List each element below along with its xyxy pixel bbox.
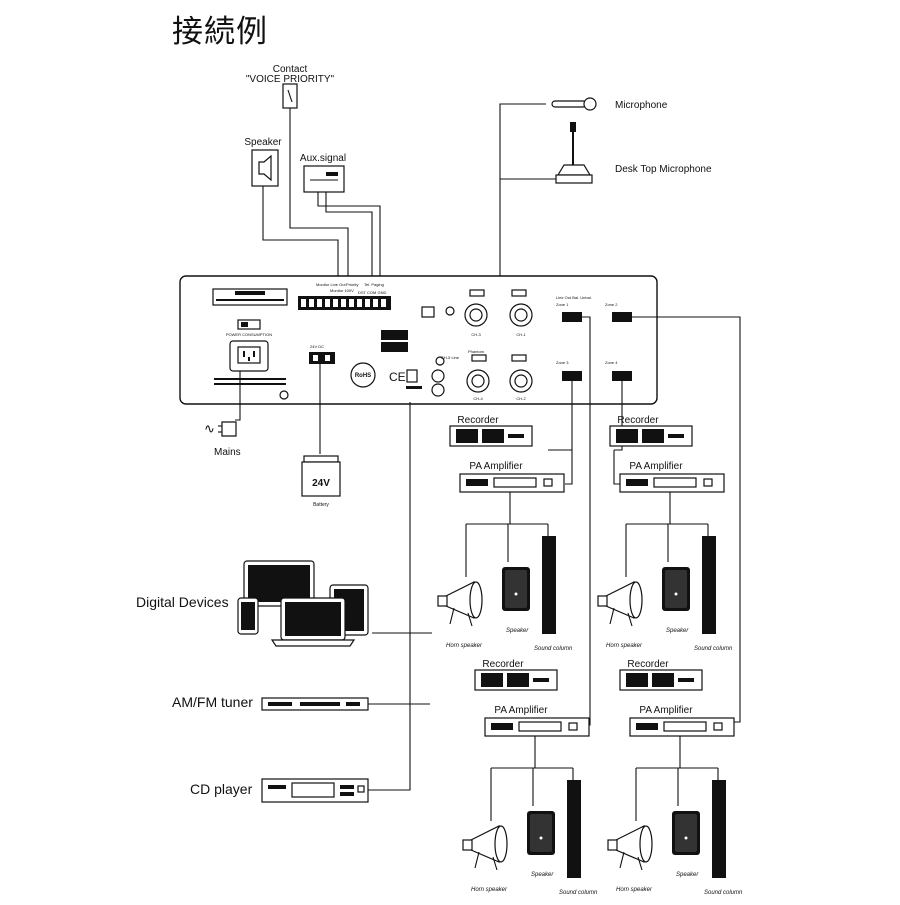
amplifier-label: PA Amplifier (494, 705, 548, 716)
amplifier-device (629, 717, 735, 737)
contact-switch: Contact "VOICE PRIORITY" (246, 64, 335, 109)
terminal-label-4: Tel. Paging (364, 282, 384, 287)
contact-label-2: "VOICE PRIORITY" (246, 74, 335, 85)
amplifier-label: PA Amplifier (639, 705, 693, 716)
ch-label-1: CH-3 (471, 332, 481, 337)
horn-speaker-label: Horn speaker (616, 887, 653, 893)
sound-column (712, 780, 726, 878)
horn-speaker (597, 581, 643, 627)
sound-column-label: Sound column (534, 646, 573, 652)
ch-label-3: CH-4 (473, 396, 483, 401)
horn-speaker-label: Horn speaker (471, 887, 508, 893)
tuner-label: AM/FM tuner (172, 694, 253, 710)
terminal-label-2: Monitor 100V (330, 288, 354, 293)
speaker-label: Speaker (531, 872, 554, 878)
amplifier-device (459, 473, 565, 493)
contact-label: Contact (273, 64, 308, 75)
amplifier-label: PA Amplifier (629, 461, 683, 472)
terminal-label-1: Monitor Line Out (316, 282, 346, 287)
recorder-device (609, 425, 693, 447)
recorder-label: Recorder (482, 659, 524, 670)
battery-label: Battery (313, 502, 329, 508)
horn-speaker (437, 581, 483, 627)
terminal-block (298, 296, 391, 310)
ce-mark: CE (389, 370, 406, 384)
ch-label-4: CH-2 (516, 396, 526, 401)
svg-text:∿: ∿ (204, 421, 215, 436)
monitor-speaker-label: Speaker (244, 137, 282, 148)
recorder-label: Recorder (457, 415, 499, 426)
ch-label-2: CH-1 (516, 332, 526, 337)
iec-power-inlet (229, 340, 269, 372)
box-speaker (502, 567, 530, 611)
cd-player-label: CD player (190, 781, 253, 797)
zone-header-1: Line Out Bal. Unbal. (556, 295, 592, 300)
amplifier-device (619, 473, 725, 493)
desk-microphone-label: Desk Top Microphone (615, 164, 712, 175)
dc-input-label: 24V DC (310, 344, 324, 349)
amplifier-label: PA Amplifier (469, 461, 523, 472)
recorder-device (474, 669, 558, 691)
zone-label-3: Zone 3 (556, 360, 569, 365)
sound-column-label: Sound column (559, 890, 598, 896)
monitor-speaker: Speaker (244, 137, 282, 187)
power-consumption-label: POWER CONSUMPTION (226, 332, 272, 337)
speaker-icon (258, 154, 272, 182)
zone-label-4: Zone 4 (605, 360, 618, 365)
amplifier-device (484, 717, 590, 737)
page-title: 接続例 (172, 14, 268, 50)
recorder-device (449, 425, 533, 447)
recorder-label: Recorder (617, 415, 659, 426)
sound-column-label: Sound column (704, 890, 743, 896)
terminal-sub-label: DST COM GND (358, 290, 386, 295)
cd-player-device (261, 778, 369, 803)
sound-column (567, 780, 581, 878)
digital-devices-label: Digital Devices (136, 594, 229, 610)
phantom-label: Phantom (468, 349, 485, 354)
aux-signal-label: Aux.signal (300, 153, 346, 164)
horn-speaker (607, 825, 653, 871)
sound-column (702, 536, 716, 634)
box-speaker (662, 567, 690, 611)
zone-label-2: Zone 2 (605, 302, 618, 307)
desk-microphone: Desk Top Microphone (555, 122, 712, 184)
zone-label-1: Zone 1 (556, 302, 569, 307)
horn-speaker (462, 825, 508, 871)
mains-label: Mains (214, 447, 241, 458)
rohs-logo: RoHS (350, 362, 376, 388)
sound-column (542, 536, 556, 634)
box-speaker (672, 811, 700, 855)
sound-column-label: Sound column (694, 646, 733, 652)
rohs-text: RoHS (355, 373, 371, 379)
aux-signal-device: Aux.signal (300, 153, 346, 193)
horn-speaker-label: Horn speaker (446, 643, 483, 649)
xlr-inputs (464, 289, 533, 393)
speaker-label: Speaker (666, 628, 689, 634)
battery-voltage: 24V (312, 478, 330, 489)
digital-devices (237, 560, 369, 647)
microphone-label: Microphone (615, 100, 668, 111)
ch5-label: CH-5 Line (441, 355, 460, 360)
horn-speaker-label: Horn speaker (606, 643, 643, 649)
microphone: Microphone (551, 97, 668, 111)
box-speaker (527, 811, 555, 855)
speaker-label: Speaker (506, 628, 529, 634)
recorder-device (619, 669, 703, 691)
recorder-label: Recorder (627, 659, 669, 670)
speaker-label: Speaker (676, 872, 699, 878)
battery: 24V Battery (301, 455, 341, 508)
terminal-label-3: Priority (346, 282, 358, 287)
tuner-device (261, 697, 369, 711)
